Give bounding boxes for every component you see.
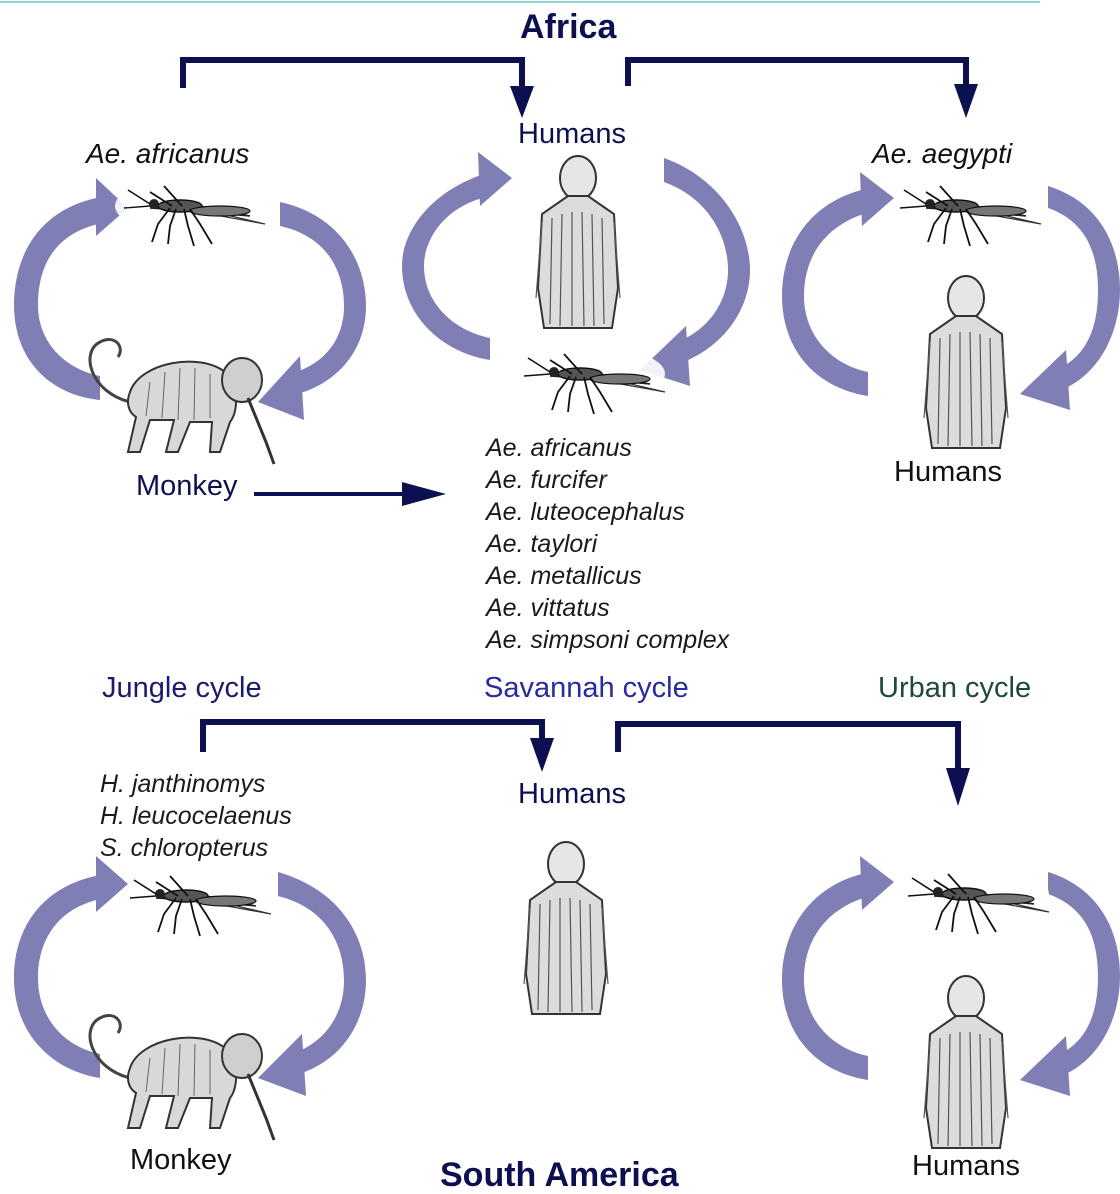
human-figure-icon (524, 842, 608, 1014)
sa-connector-left (203, 722, 542, 752)
list-item: Ae. taylori (486, 528, 729, 560)
jungle-cycle-label: Jungle cycle (102, 674, 262, 703)
savannah-vector-list: Ae. africanus Ae. furcifer Ae. luteoceph… (486, 432, 729, 656)
monkey-icon (90, 340, 274, 464)
jungle-species-label: Ae. africanus (86, 140, 249, 168)
list-item: S. chloropterus (100, 832, 292, 864)
list-item: H. janthinomys (100, 768, 292, 800)
africa-arrowhead-urban (954, 84, 978, 118)
sa-humans-label: Humans (518, 780, 626, 809)
africa-connector-left (183, 60, 522, 90)
list-item: Ae. metallicus (486, 560, 729, 592)
sa-urban-humans-label: Humans (912, 1152, 1020, 1181)
list-item: Ae. simpsoni complex (486, 624, 729, 656)
human-figure-icon (536, 156, 620, 328)
africa-arrowhead-humans (510, 86, 534, 118)
list-item: Ae. luteocephalus (486, 496, 729, 528)
sa-monkey-label: Monkey (130, 1146, 232, 1175)
mosquito-icon (121, 868, 271, 936)
monkey-icon (90, 1016, 274, 1140)
list-item: Ae. furcifer (486, 464, 729, 496)
mosquito-icon (515, 346, 665, 414)
sa-connector-right (618, 724, 958, 772)
list-item: Ae. africanus (486, 432, 729, 464)
human-figure-icon (924, 276, 1008, 448)
mosquito-icon (899, 866, 1049, 934)
monkey-to-savannah-arrowhead (402, 482, 446, 506)
mosquito-icon (891, 178, 1041, 246)
mosquito-icon (115, 178, 265, 246)
savannah-humans-label: Humans (518, 120, 626, 149)
list-item: Ae. vittatus (486, 592, 729, 624)
list-item: H. leucocelaenus (100, 800, 292, 832)
savannah-cycle-label: Savannah cycle (484, 674, 689, 703)
sa-jungle-vector-list: H. janthinomys H. leucocelaenus S. chlor… (100, 768, 292, 864)
urban-cycle-label: Urban cycle (878, 674, 1031, 703)
africa-title: Africa (520, 10, 616, 44)
sa-arrowhead-humans (530, 738, 554, 772)
human-figure-icon (924, 976, 1008, 1148)
sa-arrowhead-urban (946, 768, 970, 806)
africa-connector-right (628, 60, 966, 88)
urban-humans-label: Humans (894, 458, 1002, 487)
urban-species-label: Ae. aegypti (872, 140, 1012, 168)
south-america-title: South America (440, 1158, 679, 1192)
jungle-monkey-label: Monkey (136, 472, 238, 501)
